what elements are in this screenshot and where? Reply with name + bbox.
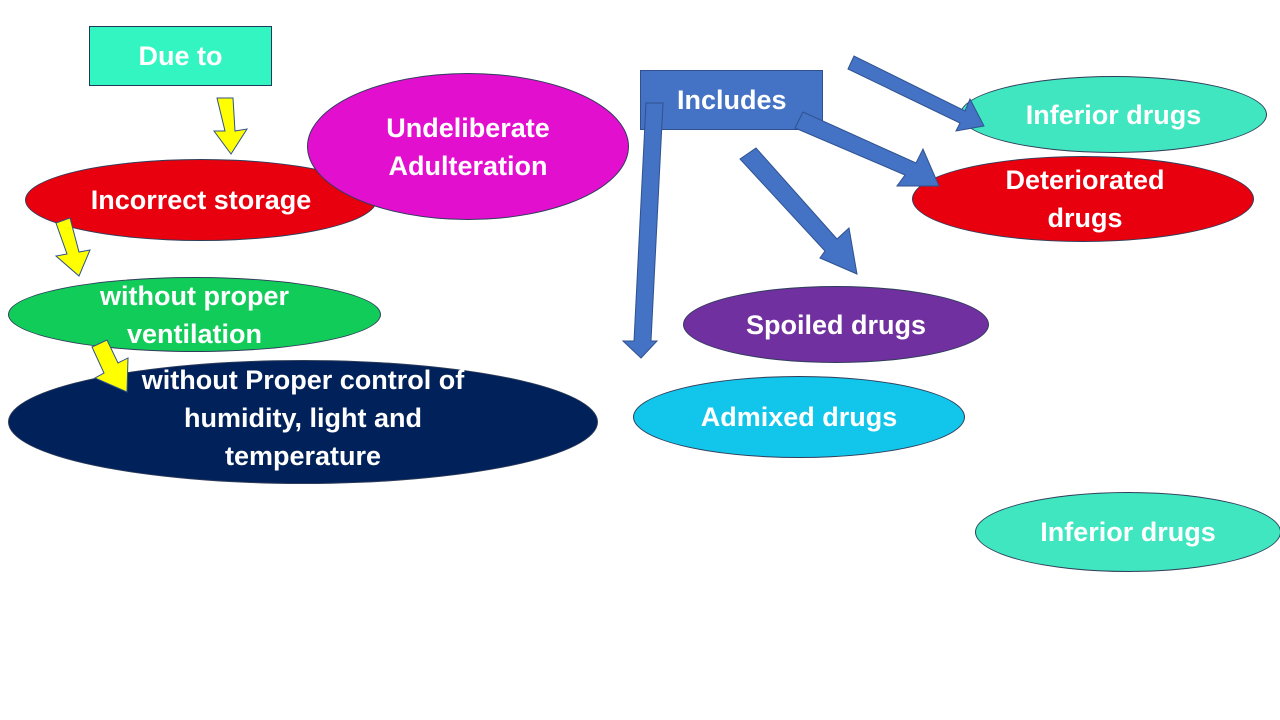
includes-label: Includes xyxy=(677,85,787,115)
deteriorated-drugs-ellipse: Deteriorated drugs xyxy=(912,156,1254,242)
undeliberate-adulteration-ellipse: Undeliberate Adulteration xyxy=(307,73,629,220)
admixed-drugs-ellipse: Admixed drugs xyxy=(633,376,965,458)
admixed-drugs-label: Admixed drugs xyxy=(700,402,898,432)
without-control-label: without Proper control of humidity, ligh… xyxy=(141,365,465,471)
inferior-drugs-top-label: Inferior drugs xyxy=(1025,99,1202,130)
arrow-includes-to-spoiled xyxy=(739,147,858,275)
without-ventilation-ellipse: without proper ventilation xyxy=(8,277,381,352)
includes-box: Includes xyxy=(640,70,823,130)
arrow-includes-to-deteriorated xyxy=(794,111,940,187)
arrow-includes-to-admixed xyxy=(621,102,664,359)
due-to-label: Due to xyxy=(138,41,223,71)
arrow-includes-to-inferior xyxy=(847,55,985,132)
inferior-drugs-top-ellipse: Inferior drugs xyxy=(960,76,1267,153)
arrow-ventilation-to-control xyxy=(91,339,129,393)
due-to-box: Due to xyxy=(89,26,272,86)
deteriorated-drugs-label: Deteriorated drugs xyxy=(1005,165,1165,233)
inferior-drugs-bottom-ellipse: Inferior drugs xyxy=(975,492,1280,572)
incorrect-storage-label: Incorrect storage xyxy=(90,185,312,215)
arrow-dueto-to-storage xyxy=(213,97,249,155)
undeliberate-adulteration-label: Undeliberate Adulteration xyxy=(386,112,550,181)
spoiled-drugs-ellipse: Spoiled drugs xyxy=(683,286,989,363)
arrow-storage-to-ventilation xyxy=(54,217,91,277)
without-ventilation-label: without proper ventilation xyxy=(100,280,289,349)
inferior-drugs-bottom-label: Inferior drugs xyxy=(1040,517,1216,547)
spoiled-drugs-label: Spoiled drugs xyxy=(745,309,926,340)
